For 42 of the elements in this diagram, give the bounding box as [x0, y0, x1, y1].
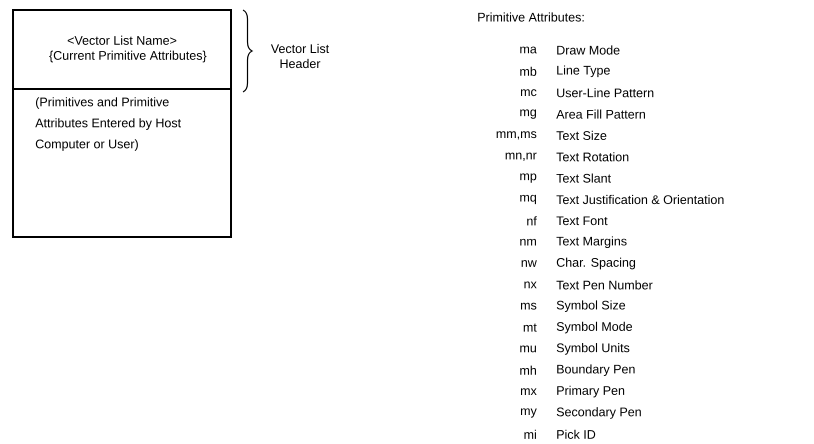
brace-label: Vector List Header	[270, 44, 330, 68]
command-code: mg	[520, 109, 536, 119]
attribute-name: Text Font	[556, 216, 608, 226]
command-code: mp	[520, 173, 536, 183]
command-code: mq	[520, 194, 536, 204]
attribute-name: Text Size	[556, 130, 606, 140]
command-code: my	[520, 408, 537, 418]
attribute-name: Text Rotation	[556, 152, 628, 162]
attribute-name: Secondary Pen	[556, 407, 641, 419]
attribute-name: Text Slant	[556, 174, 611, 183]
list-cell: <Vector List Name> {Current Primitive Attributes}	[12, 9, 232, 90]
command-code: mb	[520, 66, 536, 76]
attribute-name: Char. Spacing	[556, 258, 636, 270]
command-code: nf	[527, 216, 537, 226]
command-code: nw	[522, 260, 537, 267]
attribute-name: User-Line Pattern	[557, 88, 654, 98]
attribute-name: Symbol Mode	[556, 322, 632, 334]
command-code: ma	[520, 46, 537, 54]
attribute-name: Text Pen Number	[556, 280, 653, 290]
command-code: nm	[520, 238, 536, 246]
command-code: mt	[524, 324, 537, 332]
attribute-name: Area Fill Pattern	[556, 110, 645, 119]
list-cell: (Primitives and Primitive Attributes Entered by Host Computer or User)	[12, 88, 232, 238]
command-code: mi	[524, 430, 536, 439]
command-code: mn,nr	[506, 152, 537, 161]
attribute-name: Boundary Pen	[557, 364, 635, 376]
command-code: mx	[520, 388, 537, 395]
attribute-name: Primary Pen	[557, 386, 624, 398]
attribute-name: Symbol Size	[556, 300, 626, 312]
attribute-name: Text Margins	[556, 236, 627, 248]
command-code: nx	[524, 282, 537, 288]
command-code: mc	[520, 89, 536, 96]
command-code: ms	[520, 302, 536, 310]
attribute-name: Symbol Units	[556, 343, 630, 355]
list-heading: Primitive Attributes:	[478, 12, 584, 22]
command-code: mh	[520, 366, 536, 375]
attribute-name: Text Justification & Orientation	[556, 194, 724, 204]
command-code: mu	[520, 345, 536, 352]
attribute-name: Draw Mode	[557, 45, 620, 55]
attribute-name: Pick ID	[557, 430, 596, 439]
command-code: mm,ms	[496, 131, 536, 140]
attribute-name: Line Type	[557, 65, 610, 78]
